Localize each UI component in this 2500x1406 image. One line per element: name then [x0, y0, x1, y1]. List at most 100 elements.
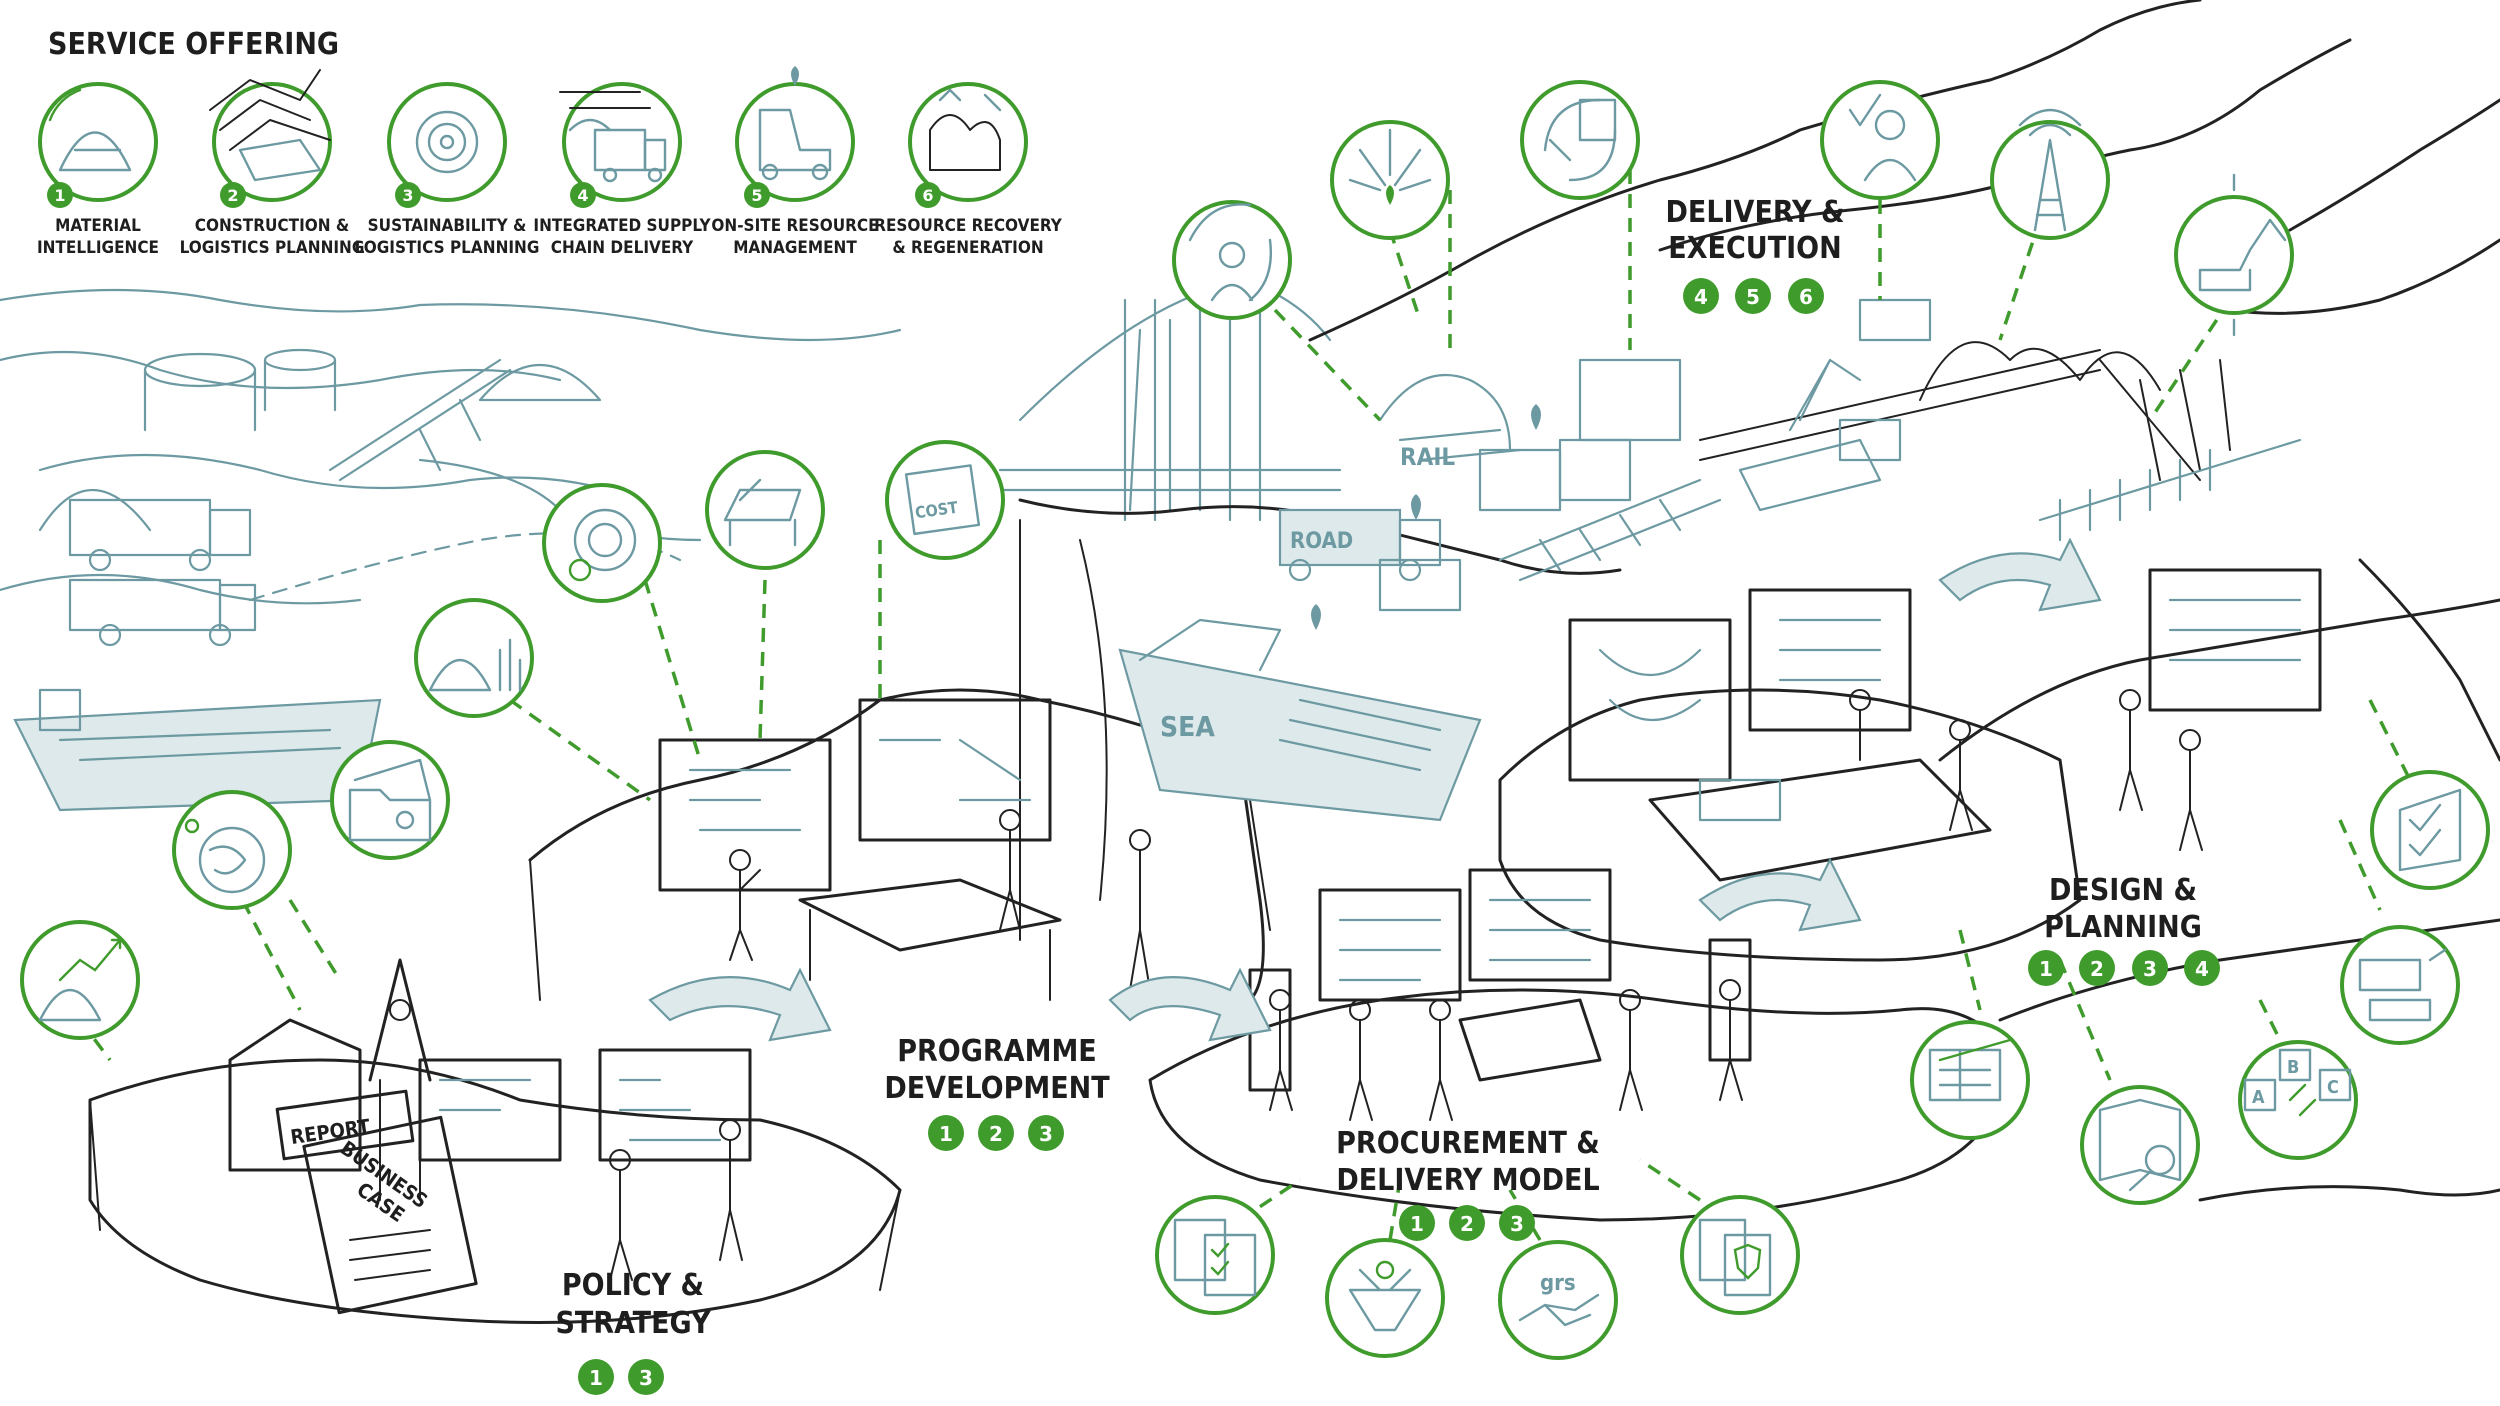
service-number-badge: [578, 1359, 614, 1395]
svg-text:5: 5: [751, 186, 762, 205]
svg-text:1: 1: [54, 186, 65, 205]
svg-text:2: 2: [227, 186, 238, 205]
worker-cycle-icon: [1172, 200, 1292, 320]
kanban-board-icon: [1910, 1020, 2030, 1140]
stage-procurement-delivery-model: PROCUREMENT & DELIVERY MODEL 1 2 3: [1336, 1126, 1600, 1241]
recovery-bags-icon: [929, 88, 1002, 171]
svg-text:CONSTRUCTION &: CONSTRUCTION &: [195, 216, 349, 236]
service-number-badge: [928, 1115, 964, 1151]
stage-policy-strategy: POLICY & STRATEGY 1 3: [555, 1268, 711, 1395]
service-number-badge: [1735, 278, 1771, 314]
rail-label: RAIL: [1400, 443, 1455, 471]
block-b-label: B: [2287, 1057, 2299, 1078]
map-pin-icon: [1311, 604, 1321, 630]
building-loading-icon: [705, 450, 825, 570]
service-item-1: 1 MATERIAL INTELLIGENCE: [37, 82, 159, 258]
checklist-documents-icon: [1155, 1195, 1275, 1315]
signal-tower-icon: [1990, 108, 2110, 240]
service-label-line1: MATERIAL: [55, 216, 141, 236]
recycle-swirl-icon: [415, 110, 479, 174]
map-pin-icon: [1531, 404, 1541, 430]
service-number-badge: [628, 1359, 664, 1395]
road-label: ROAD: [1290, 529, 1353, 554]
stage-title-line2: STRATEGY: [555, 1306, 711, 1341]
excavator-icon: [2174, 173, 2294, 337]
construction-site-icon: [209, 69, 331, 182]
service-number-badge: [2079, 950, 2115, 986]
globe-icon: [172, 790, 292, 910]
abc-blocks-icon: A B C: [2238, 1040, 2358, 1160]
svg-text:SUSTAINABILITY &: SUSTAINABILITY &: [368, 216, 527, 236]
svg-text:3: 3: [639, 1366, 653, 1390]
svg-text:3: 3: [1510, 1212, 1524, 1236]
svg-text:4: 4: [1694, 285, 1708, 309]
map-pin-icon: [1411, 494, 1421, 520]
block-a-label: A: [2252, 1087, 2265, 1108]
growth-chart-icon: [20, 920, 140, 1040]
service-label-line2: INTELLIGENCE: [37, 238, 159, 258]
service-offering-legend: SERVICE OFFERING 1 MATERIAL INTELLIGENCE…: [37, 27, 1063, 258]
worker-checklist-icon: [1820, 80, 1940, 200]
block-c-label: C: [2327, 1077, 2339, 1098]
service-item-5: 5 ON-SITE RESOURCE MANAGEMENT: [711, 66, 879, 258]
stage-title-line1: POLICY &: [562, 1268, 704, 1303]
stage-title-line2: DELIVERY MODEL: [1336, 1163, 1599, 1198]
folder-icon: [330, 740, 450, 860]
svg-text:3: 3: [1039, 1122, 1053, 1146]
teal-scenery: SEA RAIL ROAD: [1118, 298, 2302, 822]
svg-text:LOGISTICS PLANNING: LOGISTICS PLANNING: [355, 238, 540, 258]
svg-text:3: 3: [402, 186, 413, 205]
svg-text:INTEGRATED SUPPLY: INTEGRATED SUPPLY: [533, 216, 711, 236]
stage-title-line2: EXECUTION: [1668, 231, 1841, 266]
svg-text:4: 4: [577, 186, 588, 205]
service-number-badge: [1399, 1205, 1435, 1241]
stage-design-planning: DESIGN & PLANNING 1 2 3 4: [2028, 873, 2220, 986]
stage-title-line1: PROGRAMME: [897, 1034, 1097, 1069]
dashed-connectors: [78, 170, 2412, 1241]
flow-arrows: [648, 537, 2102, 1042]
service-number-badge: [2028, 950, 2064, 986]
svg-text:ON-SITE RESOURCE: ON-SITE RESOURCE: [711, 216, 878, 236]
svg-text:1: 1: [1410, 1212, 1424, 1236]
svg-text:RESOURCE RECOVERY: RESOURCE RECOVERY: [874, 216, 1063, 236]
svg-text:4: 4: [2195, 957, 2209, 981]
service-number-badge: [1028, 1115, 1064, 1151]
stage-title-line2: DEVELOPMENT: [884, 1071, 1110, 1106]
map-search-icon: [2080, 1085, 2200, 1205]
service-number-badge: [2184, 950, 2220, 986]
sea-label: SEA: [1160, 710, 1215, 743]
recycle-swirl-icon: [542, 483, 662, 603]
svg-text:CHAIN DELIVERY: CHAIN DELIVERY: [551, 238, 694, 258]
forklift-icon: [758, 66, 832, 181]
stage-delivery-execution: DELIVERY & EXECUTION 4 5 6: [1665, 195, 1845, 314]
service-number-badge: [1499, 1205, 1535, 1241]
svg-text:LOGISTICS PLANNING: LOGISTICS PLANNING: [180, 238, 365, 258]
stage-title-line1: DELIVERY &: [1665, 195, 1844, 230]
svg-text:1: 1: [2039, 957, 2053, 981]
recycle-loop-icon: [1520, 80, 1640, 200]
stage-title-line1: DESIGN &: [2049, 873, 2197, 908]
stockpile-icon: [48, 88, 132, 172]
target-funnel-icon: [1325, 1238, 1445, 1358]
service-item-4: 4 INTEGRATED SUPPLY CHAIN DELIVERY: [533, 82, 711, 258]
convergence-pin-icon: [1330, 120, 1450, 240]
stage-title-line2: PLANNING: [2044, 910, 2202, 945]
svg-text:& REGENERATION: & REGENERATION: [892, 238, 1043, 258]
svg-text:2: 2: [989, 1122, 1003, 1146]
svg-text:3: 3: [2143, 957, 2157, 981]
shield-documents-icon: [1680, 1195, 1800, 1315]
service-number-badge: [1788, 278, 1824, 314]
service-number-badge: [1449, 1205, 1485, 1241]
service-number-badge: [47, 182, 73, 208]
svg-text:MANAGEMENT: MANAGEMENT: [733, 238, 857, 258]
svg-text:6: 6: [1799, 285, 1813, 309]
svg-text:5: 5: [1746, 285, 1760, 309]
service-number-badge: [1683, 278, 1719, 314]
service-item-2: 2 CONSTRUCTION & LOGISTICS PLANNING: [180, 69, 365, 258]
svg-text:2: 2: [2090, 957, 2104, 981]
svg-text:1: 1: [589, 1366, 603, 1390]
svg-text:6: 6: [922, 186, 933, 205]
checkbox-list-icon: [2370, 770, 2490, 890]
svg-text:1: 1: [939, 1122, 953, 1146]
